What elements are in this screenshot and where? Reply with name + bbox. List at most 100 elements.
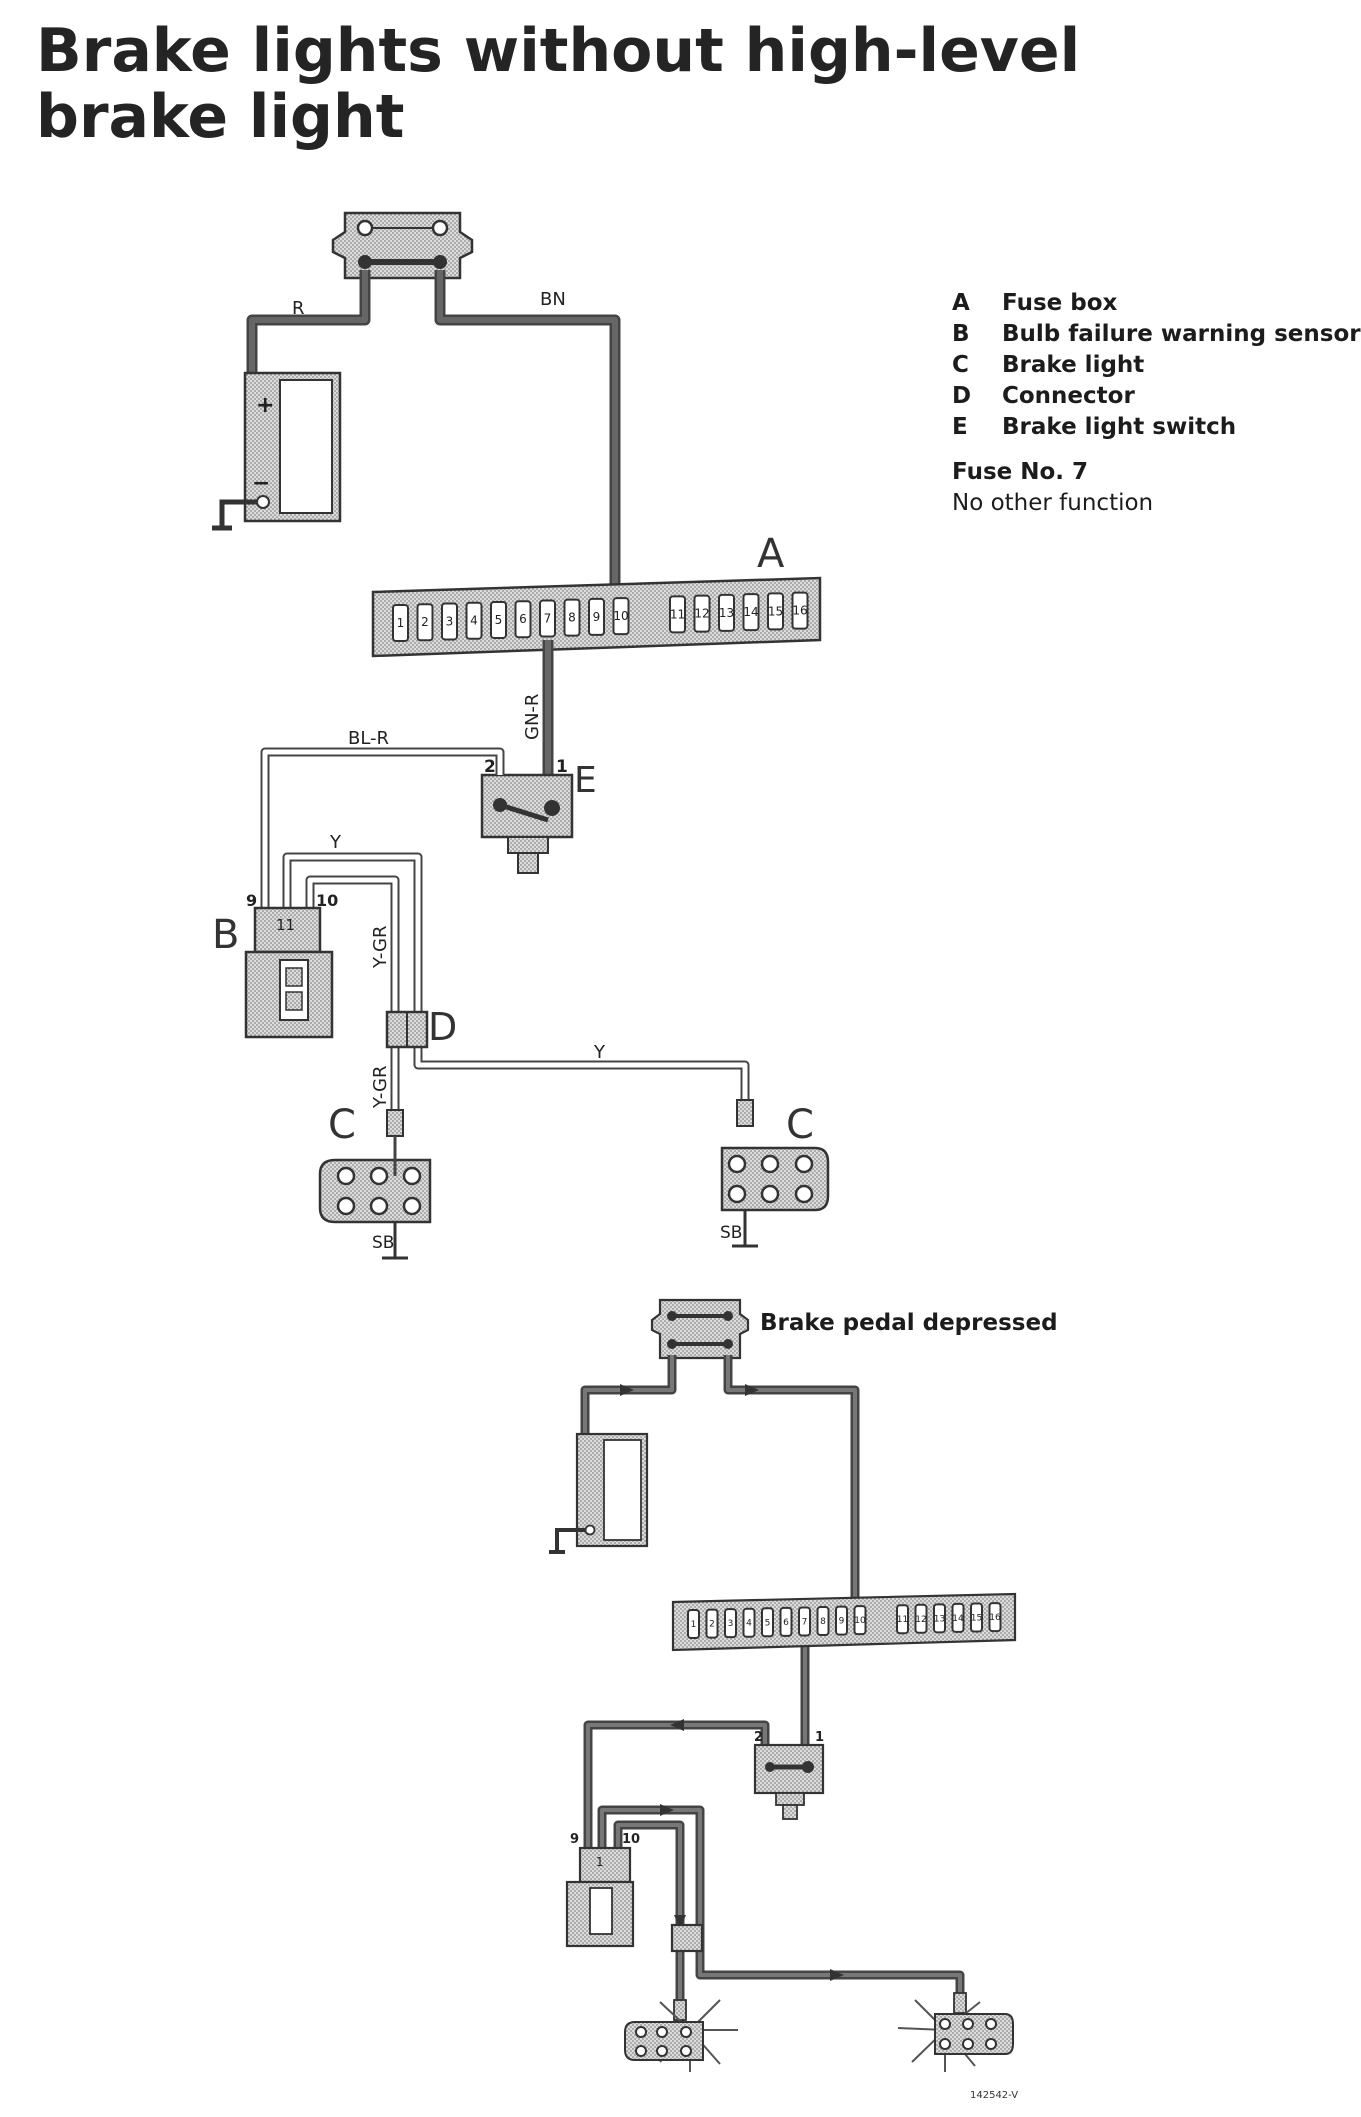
fuse-slot <box>742 1607 756 1638</box>
fuse-number: 8 <box>820 1617 826 1627</box>
fuse-slot <box>835 1605 848 1636</box>
brake-light-right-symbol <box>720 1146 830 1248</box>
fuse-slot <box>798 1606 811 1637</box>
fuse-number: 1 <box>691 1620 697 1630</box>
page-title: Brake lights without high-level brake li… <box>36 18 1136 150</box>
label-y-gr-2: Y-GR <box>370 1066 391 1109</box>
legend-label: Bulb failure warning sensor <box>1002 321 1361 347</box>
label-y-gr: Y-GR <box>370 926 391 969</box>
fuse-number: 10 <box>613 609 628 623</box>
fuse-number: 9 <box>593 610 601 624</box>
switch-pin-2: 2 <box>484 757 496 777</box>
fuse-slot <box>767 592 784 631</box>
fuse-slot <box>816 1606 830 1637</box>
fuse-number: 2 <box>421 615 429 629</box>
wire-bn <box>434 270 621 605</box>
fuse-slot <box>687 1609 700 1639</box>
fuse-slot <box>588 597 605 636</box>
fuse-number: 11 <box>670 607 685 621</box>
fuse-slot <box>896 1604 909 1635</box>
fuse-slot <box>705 1608 719 1639</box>
fuse-slot <box>465 601 483 640</box>
label-sb-left: SB <box>372 1233 394 1253</box>
fuse-slot <box>539 599 556 638</box>
plug-right <box>736 1099 754 1127</box>
fuse-number: Fuse No. 7 <box>952 459 1089 485</box>
plug-left <box>386 1109 404 1137</box>
fuse-slot <box>718 593 735 632</box>
brake-light-switch-symbol <box>480 773 574 874</box>
connector-symbol-small <box>670 1923 704 1953</box>
label-bl-r: BL-R <box>348 728 389 749</box>
fuse-slot <box>853 1605 867 1636</box>
callout-c-right: C <box>786 1102 814 1148</box>
label-y-top: Y <box>329 832 342 853</box>
fuse-number: 15 <box>768 604 783 618</box>
fuse-number: 12 <box>915 1615 926 1625</box>
legend-item-a: A Fuse box <box>952 288 1352 319</box>
brake-pedal-depressed-label: Brake pedal depressed <box>760 1310 1058 1336</box>
fuse-number: 12 <box>694 607 709 621</box>
callout-c-left: C <box>328 1102 356 1148</box>
callout-d: D <box>428 1005 457 1049</box>
fuse-slot <box>779 1606 793 1637</box>
brake-light-left-lit <box>624 1999 738 2072</box>
fuse-slot <box>742 593 760 632</box>
brake-light-left-symbol <box>318 1136 432 1260</box>
sensor-pin-11-small: 1 <box>596 1855 604 1869</box>
callout-a: A <box>757 531 785 577</box>
fuse-slot <box>490 600 507 639</box>
fuse-slot <box>724 1608 737 1639</box>
battery-symbol: + − <box>212 371 342 531</box>
fuse-slot <box>791 591 809 630</box>
connector-symbol <box>385 1010 429 1049</box>
fuse-slot <box>988 1602 1002 1633</box>
legend-label: Fuse box <box>1002 290 1118 316</box>
fuse-slot <box>392 604 409 642</box>
callout-b: B <box>212 912 239 958</box>
brake-light-switch-symbol-small <box>753 1743 825 1820</box>
fuse-slot <box>914 1603 928 1634</box>
fuse-number: 5 <box>495 613 503 627</box>
label-y-bottom: Y <box>593 1042 606 1063</box>
switch-pin-2-small: 2 <box>754 1730 763 1745</box>
fuse-number: 9 <box>839 1617 845 1627</box>
title-line-2: brake light <box>36 82 405 152</box>
current-flow-arrows <box>620 1384 844 1981</box>
fuse-number: 2 <box>709 1620 715 1630</box>
brake-light-right-lit <box>897 1999 1014 2072</box>
fuse-slot <box>563 598 581 637</box>
ignition-switch-symbol <box>331 211 474 280</box>
fuse-number: 8 <box>568 611 576 625</box>
fuse-slot <box>669 595 686 634</box>
bulb-failure-sensor-symbol <box>244 906 334 1039</box>
battery-minus: − <box>252 471 270 496</box>
plug-right-small <box>953 1992 967 2014</box>
fuse-slot <box>612 597 630 636</box>
fuse-number: 14 <box>743 605 758 619</box>
legend-letter: D <box>952 383 972 409</box>
fuse-number: 15 <box>971 1613 982 1623</box>
fuse-slot <box>951 1602 965 1633</box>
legend-label: Connector <box>1002 383 1135 409</box>
fuse-slot <box>933 1603 946 1634</box>
fuse-slot <box>441 602 458 641</box>
legend-letter: A <box>952 290 970 316</box>
fuse-number: 3 <box>728 1619 734 1629</box>
callout-e: E <box>574 760 597 801</box>
sensor-pin-10-small: 10 <box>622 1832 640 1847</box>
legend-label: Brake light <box>1002 352 1145 378</box>
sensor-pin-9: 9 <box>246 891 257 910</box>
fuse-note: No other function <box>952 490 1154 516</box>
battery-symbol-small <box>549 1432 649 1554</box>
label-bn: BN <box>540 289 566 310</box>
sensor-pin-10: 10 <box>316 891 338 910</box>
